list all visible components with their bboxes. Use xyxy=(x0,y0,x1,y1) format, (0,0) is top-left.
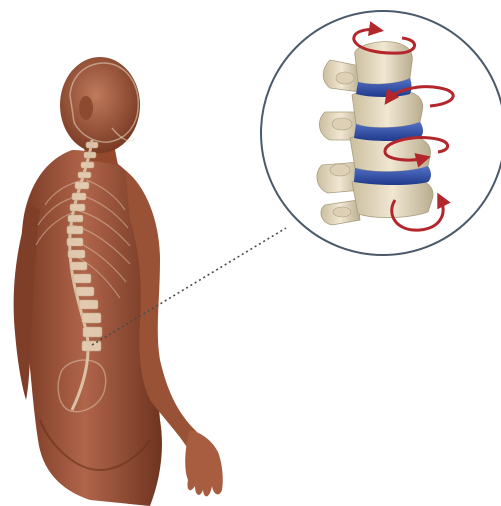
hand xyxy=(185,430,223,496)
human-figure xyxy=(14,57,223,506)
ear xyxy=(79,96,93,120)
zoom-circle xyxy=(261,11,501,255)
